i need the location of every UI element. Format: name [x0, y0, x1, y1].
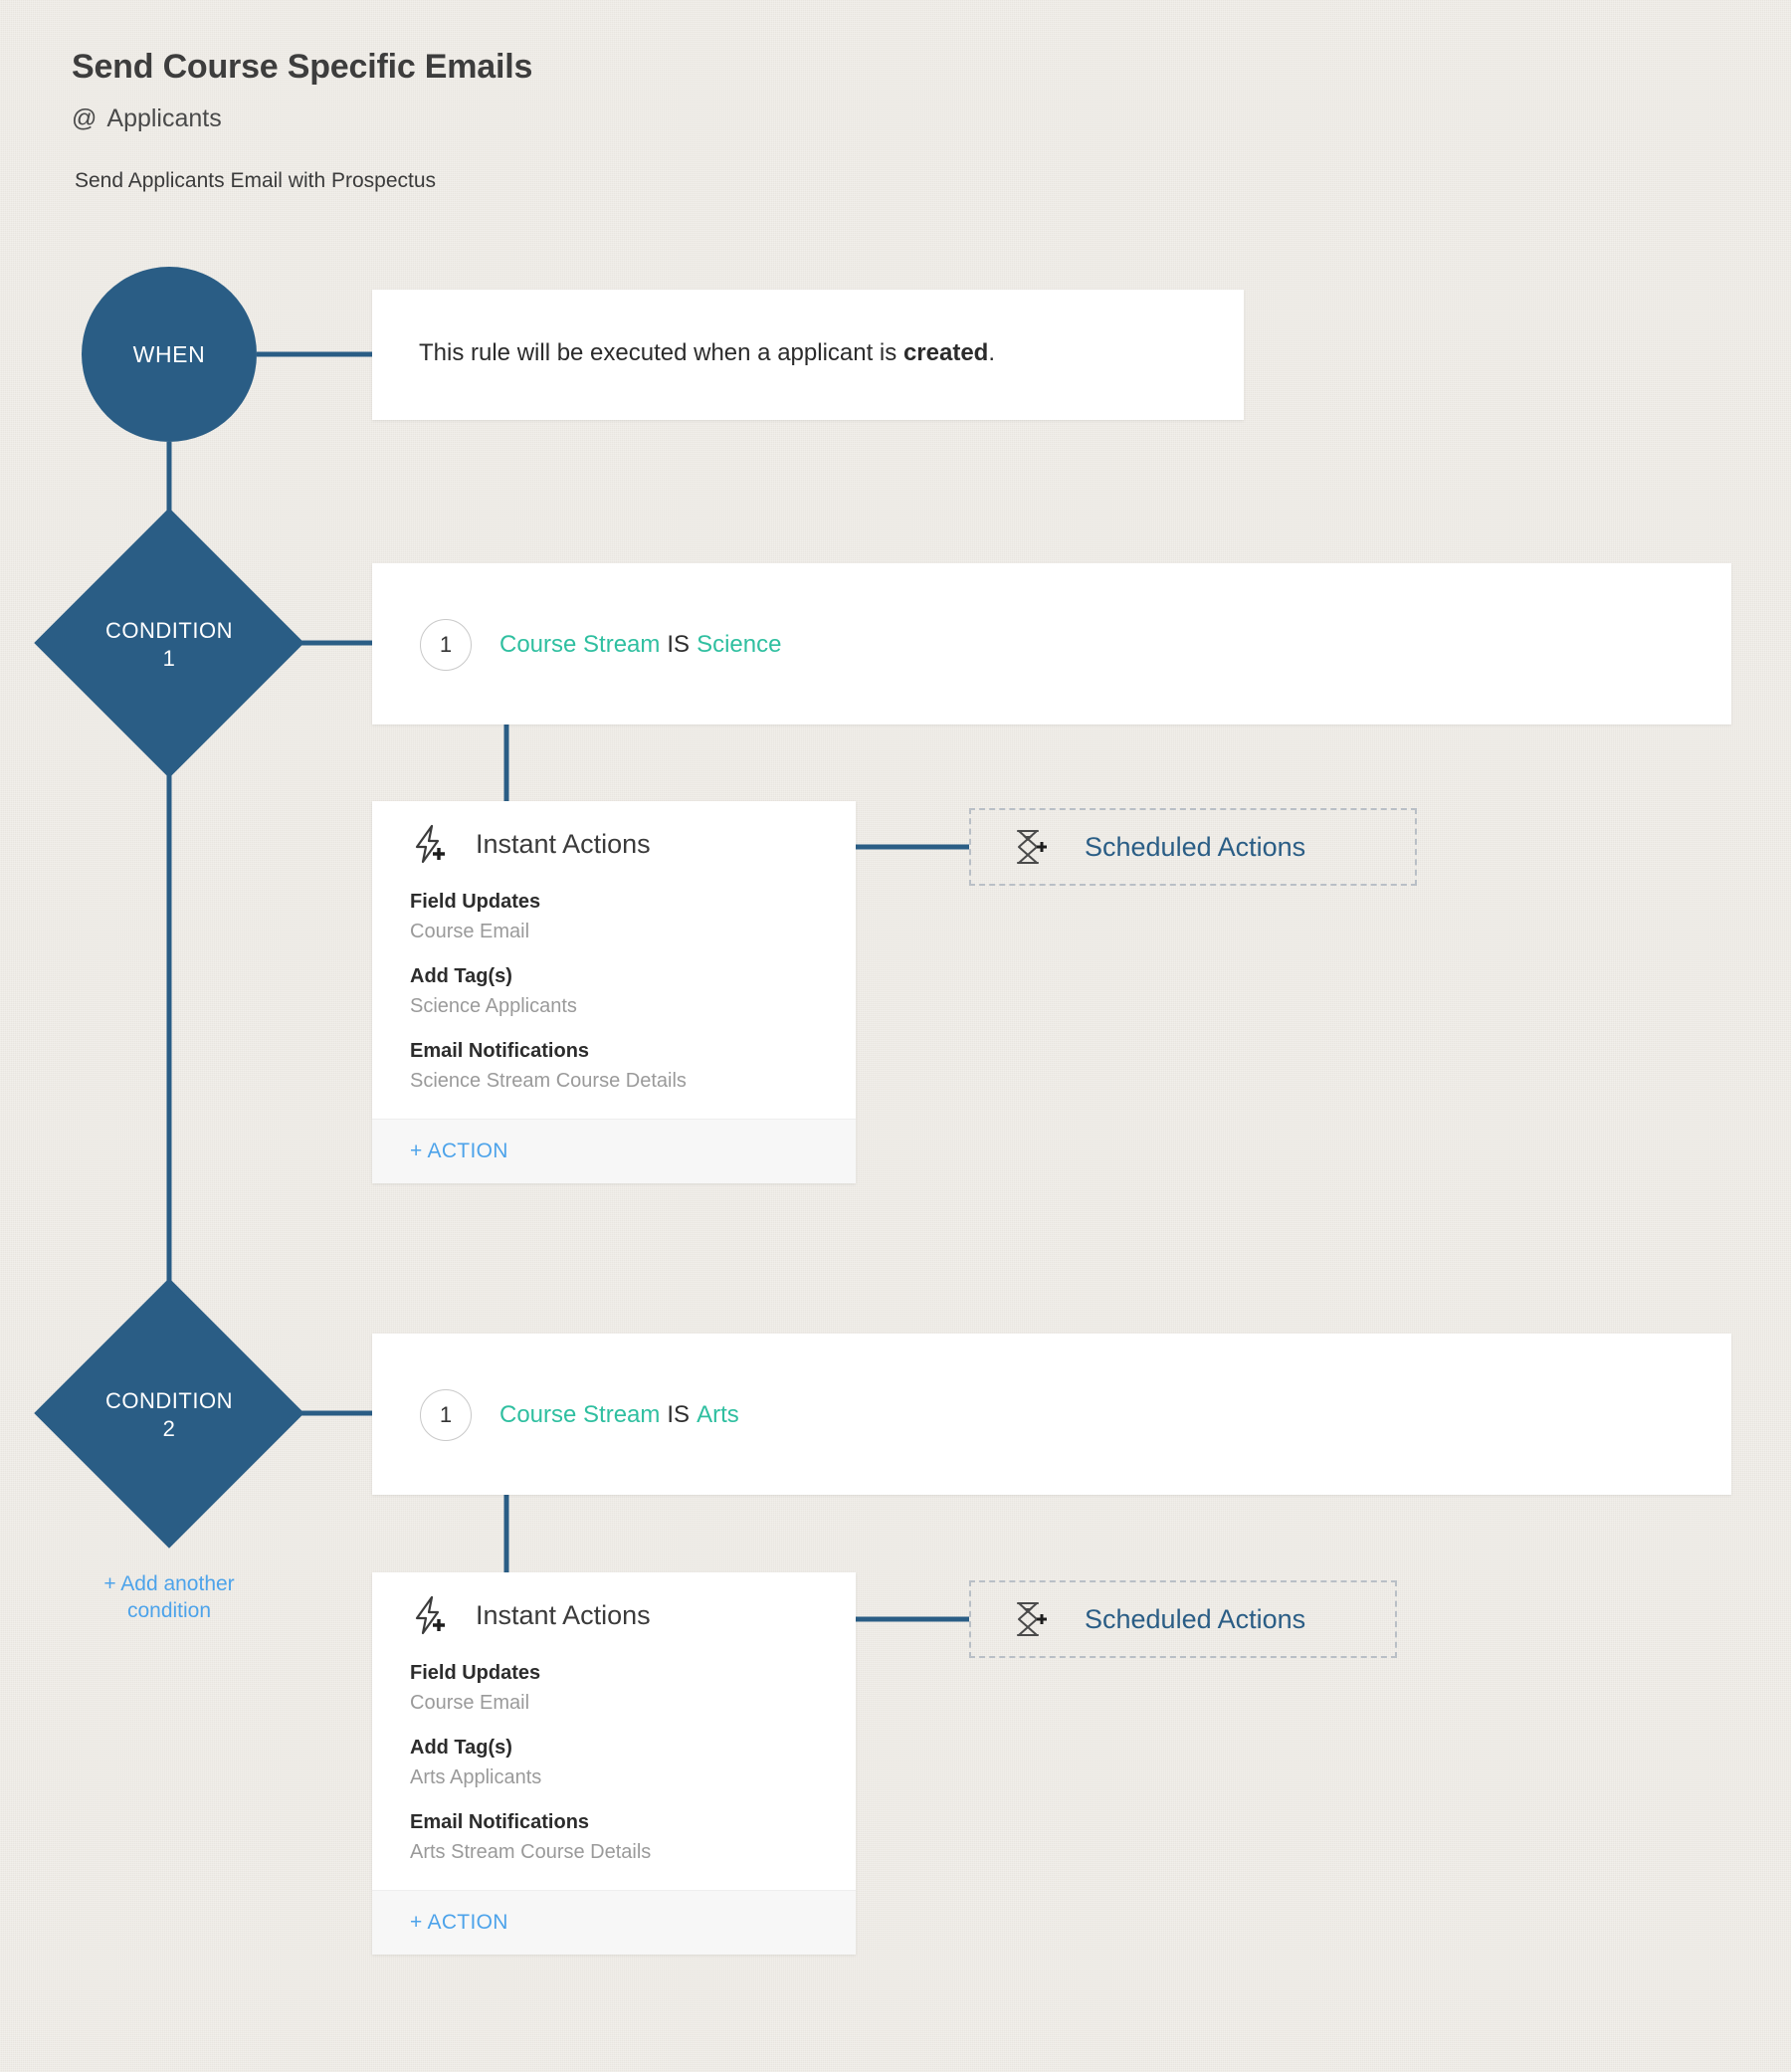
condition-2-word: CONDITION: [105, 1388, 233, 1413]
when-node[interactable]: WHEN: [82, 267, 257, 442]
instant-actions-card-1[interactable]: Instant Actions Field Updates Course Ema…: [372, 801, 856, 1183]
add-another-condition-line2: condition: [126, 1599, 212, 1623]
add-another-condition-line1: + Add another: [103, 1572, 235, 1595]
hourglass-plus-icon: [1013, 1600, 1047, 1638]
action-group-label: Add Tag(s): [410, 965, 512, 987]
instant-actions-card-1-header: Instant Actions: [372, 801, 856, 887]
condition-2-badge-number: 1: [439, 1402, 453, 1427]
action-group[interactable]: Field Updates Course Email: [410, 891, 818, 943]
action-group-value: Course Email: [410, 921, 530, 942]
when-rule-text: This rule will be executed when a applic…: [419, 339, 995, 367]
action-group[interactable]: Email Notifications Science Stream Cours…: [410, 1040, 818, 1093]
condition-2-node-label: CONDITION 2: [40, 1387, 298, 1442]
when-rule-prefix: This rule will be executed when a applic…: [419, 339, 903, 366]
instant-actions-card-2-title: Instant Actions: [476, 1599, 651, 1630]
condition-2-badge: 1: [420, 1389, 472, 1441]
instant-actions-card-1-title: Instant Actions: [476, 828, 651, 859]
action-group[interactable]: Add Tag(s) Arts Applicants: [410, 1737, 818, 1789]
action-group[interactable]: Email Notifications Arts Stream Course D…: [410, 1811, 818, 1864]
condition-1-operator[interactable]: IS: [667, 631, 691, 658]
condition-1-node-label: CONDITION 1: [40, 617, 298, 672]
instant-actions-card-1-body: Field Updates Course Email Add Tag(s) Sc…: [372, 887, 856, 1119]
condition-1-value[interactable]: Science: [696, 631, 782, 658]
page-description: Send Applicants Email with Prospectus: [75, 169, 437, 192]
lightning-plus-icon: [410, 1595, 448, 1635]
action-group[interactable]: Add Tag(s) Science Applicants: [410, 965, 818, 1018]
page-title: Send Course Specific Emails: [72, 48, 533, 86]
condition-1-number: 1: [162, 645, 176, 671]
scheduled-actions-box-1[interactable]: Scheduled Actions: [969, 808, 1417, 886]
action-group-label: Field Updates: [410, 891, 541, 913]
when-rule-panel[interactable]: This rule will be executed when a applic…: [372, 290, 1244, 420]
action-group-label: Email Notifications: [410, 1811, 590, 1833]
instant-actions-card-2-header: Instant Actions: [372, 1572, 856, 1658]
instant-actions-card-2[interactable]: Instant Actions Field Updates Course Ema…: [372, 1572, 856, 1955]
when-rule-suffix: .: [988, 339, 995, 366]
scheduled-actions-title-1: Scheduled Actions: [1085, 831, 1306, 862]
when-rule-emphasis: created: [902, 339, 989, 366]
condition-2-value[interactable]: Arts: [696, 1401, 739, 1428]
condition-1-field[interactable]: Course Stream: [499, 631, 661, 658]
action-group[interactable]: Field Updates Course Email: [410, 1662, 818, 1715]
condition-1-badge: 1: [420, 619, 472, 671]
lightning-plus-icon: [410, 824, 448, 864]
condition-2-field[interactable]: Course Stream: [499, 1401, 661, 1428]
action-group-label: Field Updates: [410, 1662, 541, 1684]
action-group-value: Course Email: [410, 1692, 530, 1714]
add-action-button-2[interactable]: + ACTION: [372, 1890, 856, 1955]
scheduled-actions-box-2[interactable]: Scheduled Actions: [969, 1580, 1397, 1658]
action-group-value: Arts Stream Course Details: [410, 1841, 652, 1863]
add-another-condition-link[interactable]: + Add another condition: [55, 1570, 284, 1625]
action-group-value: Arts Applicants: [410, 1766, 542, 1788]
page-scope: @ Applicants: [72, 104, 222, 133]
hourglass-plus-icon: [1013, 828, 1047, 866]
action-group-label: Email Notifications: [410, 1040, 590, 1062]
page-scope-label: Applicants: [106, 104, 222, 132]
action-group-label: Add Tag(s): [410, 1737, 512, 1759]
scheduled-actions-title-2: Scheduled Actions: [1085, 1603, 1306, 1634]
action-group-value: Science Stream Course Details: [410, 1070, 687, 1092]
condition-1-badge-number: 1: [439, 632, 453, 657]
add-action-button-1[interactable]: + ACTION: [372, 1119, 856, 1183]
at-symbol: @: [72, 104, 98, 132]
when-node-label: WHEN: [132, 340, 206, 367]
condition-2-number: 2: [162, 1415, 176, 1441]
condition-2-operator[interactable]: IS: [667, 1401, 691, 1428]
action-group-value: Science Applicants: [410, 995, 577, 1017]
condition-1-word: CONDITION: [105, 618, 233, 643]
instant-actions-card-2-body: Field Updates Course Email Add Tag(s) Ar…: [372, 1658, 856, 1890]
